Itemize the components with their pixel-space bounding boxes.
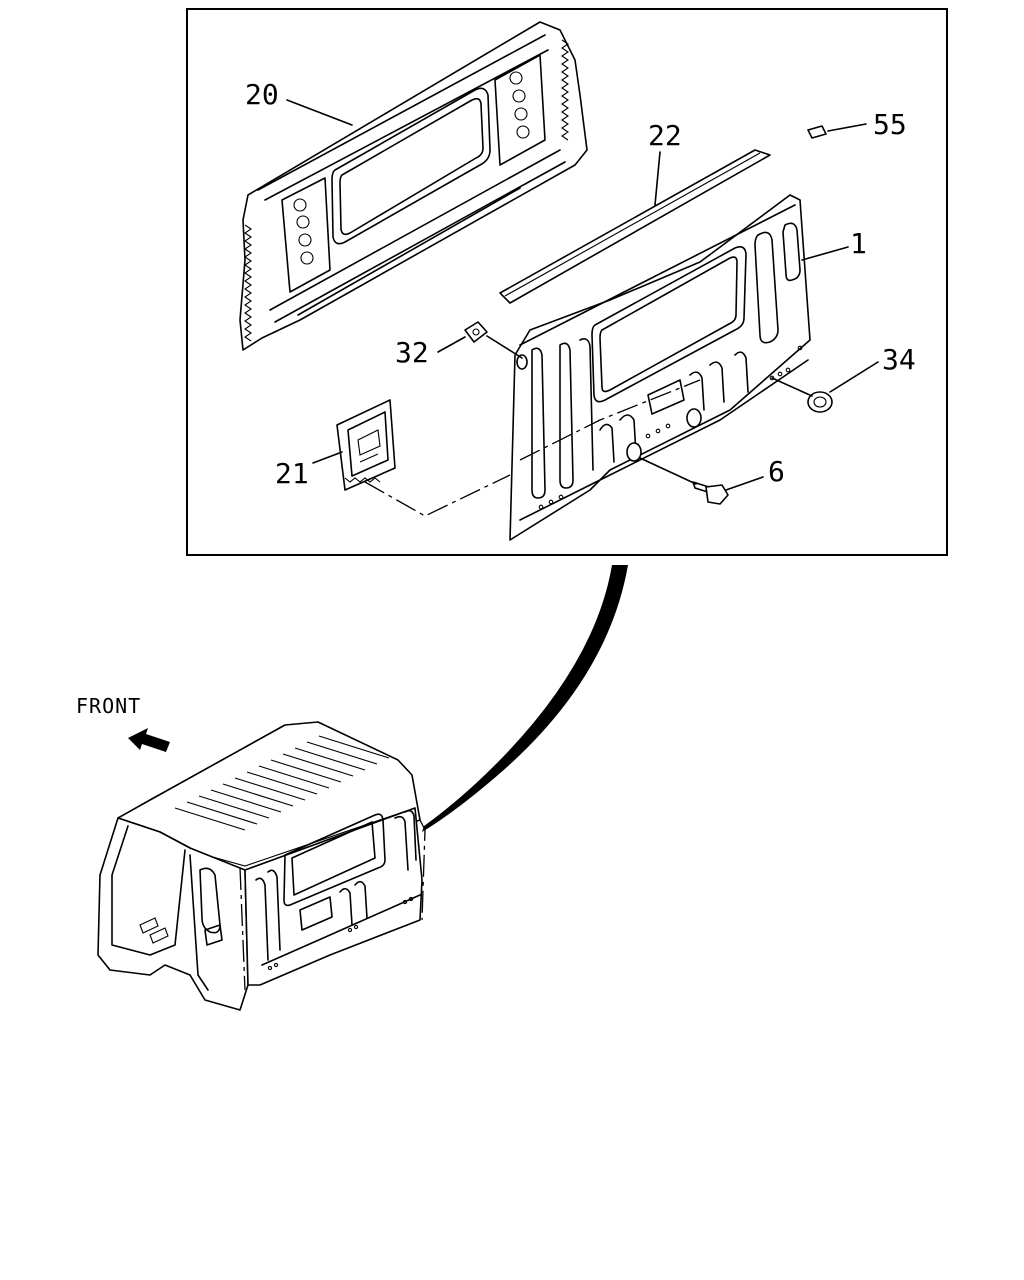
front-label: FRONT	[76, 694, 141, 718]
connection-line	[364, 474, 511, 517]
part-34-grommet	[807, 391, 833, 413]
callout-32: 32	[395, 336, 429, 369]
callout-1: 1	[850, 227, 867, 260]
callout-22: 22	[648, 119, 682, 152]
callout-34: 34	[882, 343, 916, 376]
part-32-clip	[464, 321, 488, 343]
callout-6: 6	[768, 455, 785, 488]
part-20-inner-rear-panel	[239, 21, 588, 351]
front-direction-indicator: FRONT	[76, 694, 170, 752]
cab-overview	[97, 721, 426, 1011]
front-arrow-icon	[128, 728, 170, 752]
part-55-tag	[807, 125, 827, 139]
zoom-pointer	[422, 565, 628, 832]
part-1-rear-panel	[509, 194, 811, 541]
leader-lines	[286, 99, 879, 491]
detail-frame	[186, 8, 948, 556]
part-22-trim-strip	[499, 149, 771, 304]
callout-20: 20	[245, 78, 279, 111]
callout-55: 55	[873, 108, 907, 141]
callout-21: 21	[275, 457, 309, 490]
part-6-bolt	[692, 481, 729, 505]
connection-line-2	[519, 379, 701, 461]
part-21-bracket	[336, 399, 396, 491]
